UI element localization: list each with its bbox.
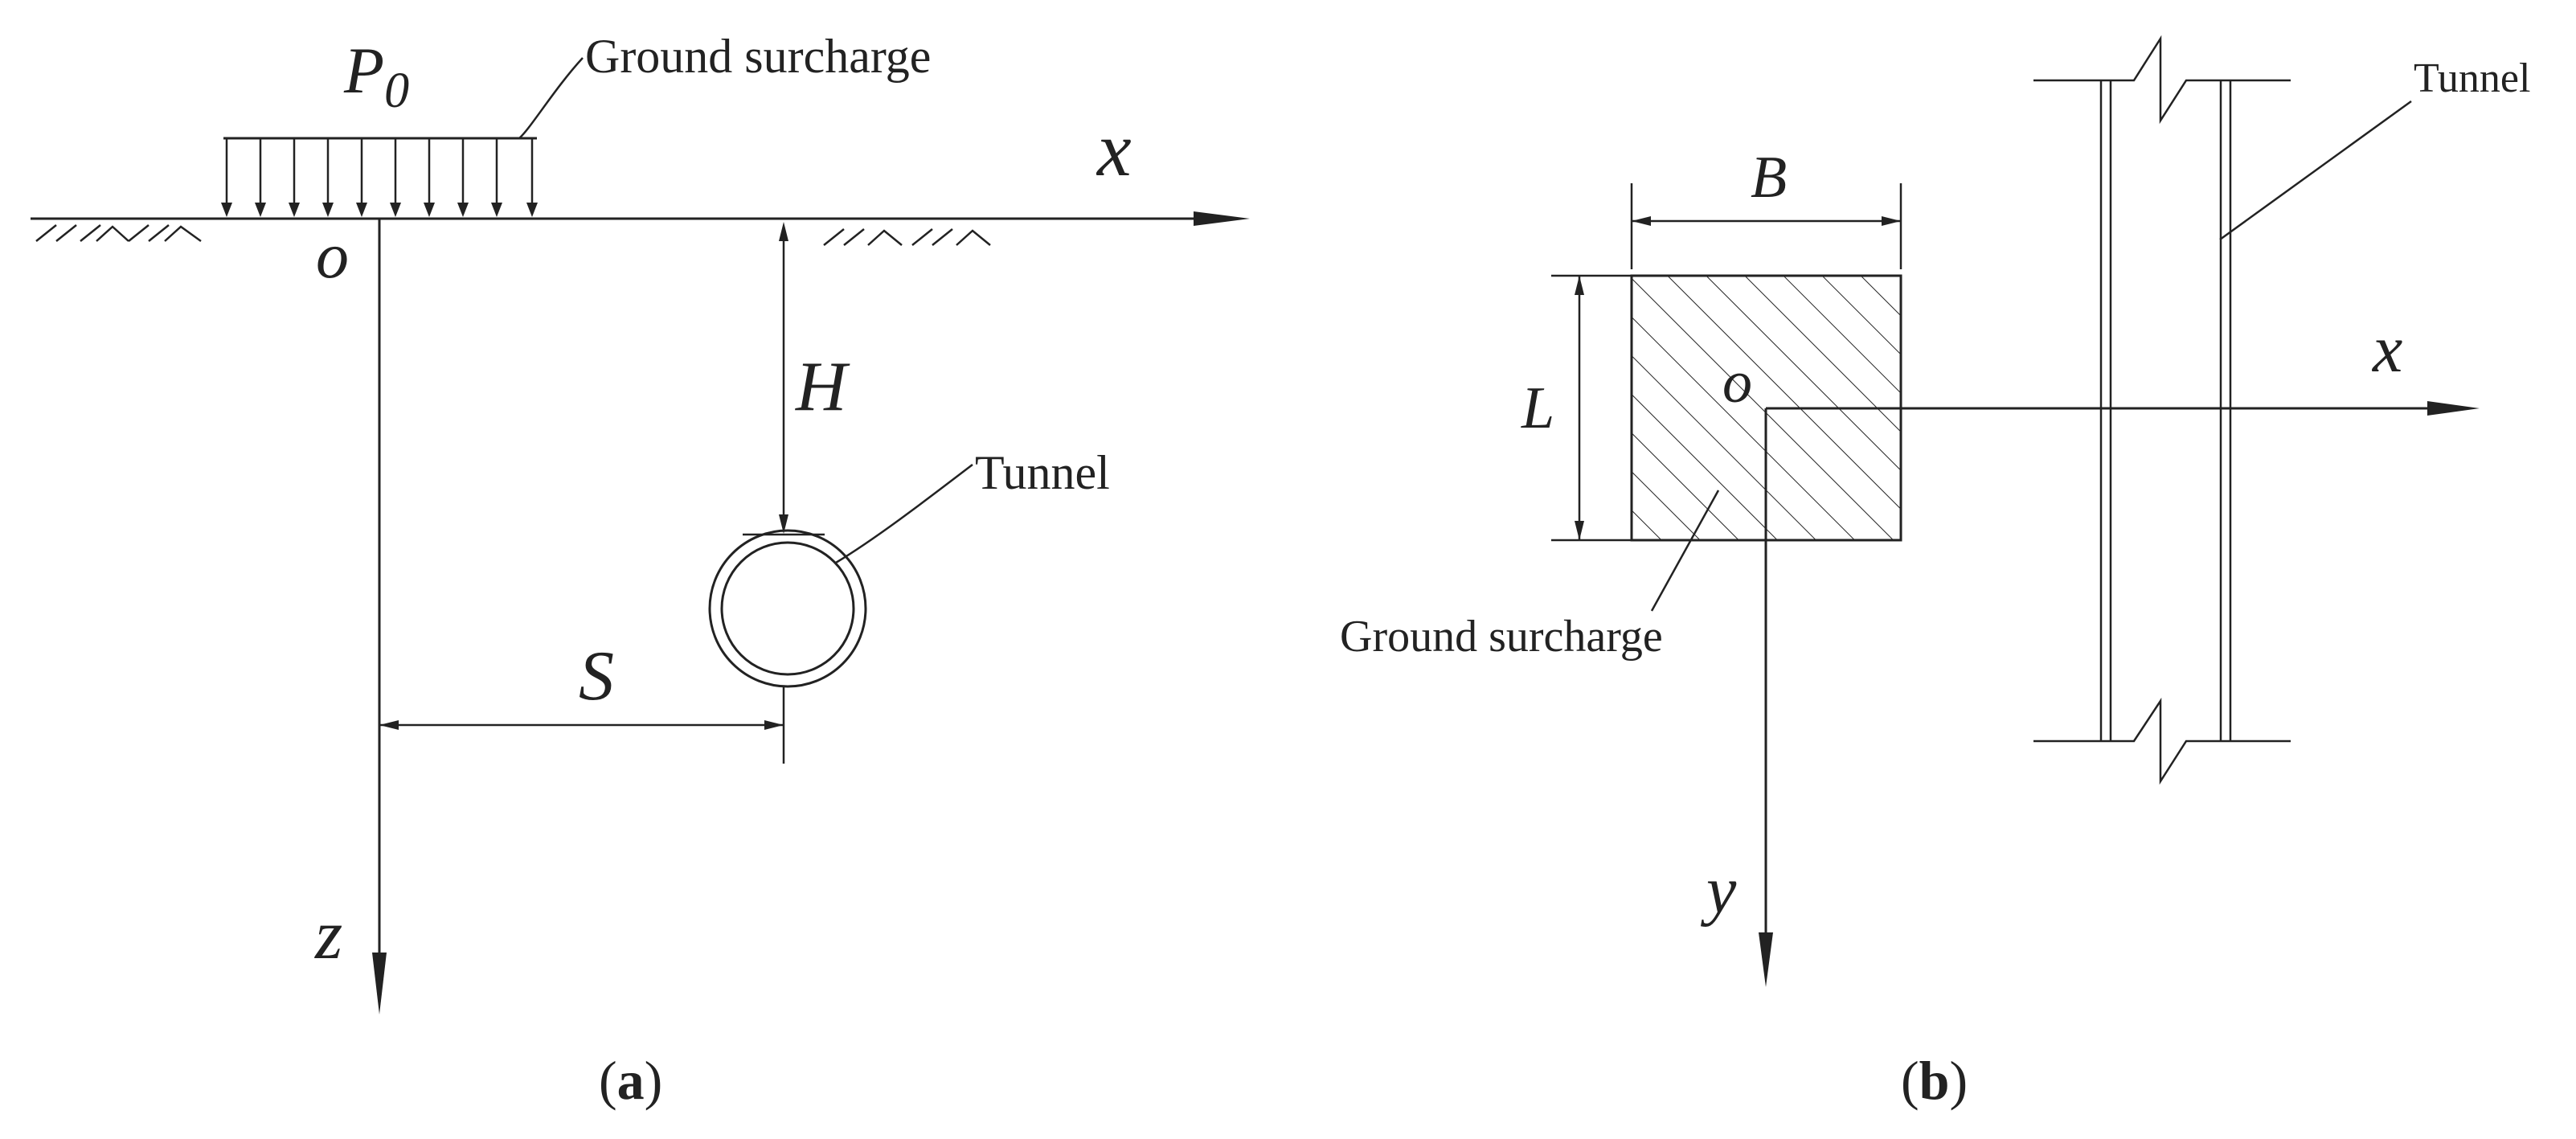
panel-b: [1551, 35, 2480, 987]
width-arrowhead-left: [1632, 216, 1651, 226]
ground-hatch-left: [35, 224, 202, 243]
x-axis-label-a: x: [1096, 106, 1132, 192]
caption-b: (b): [1901, 1050, 1968, 1111]
y-axis-arrowhead: [1759, 932, 1773, 987]
panel-b-labels: B L o x Tunnel Ground surcharge y (b): [1340, 55, 2530, 1111]
depth-arrowhead-bottom: [779, 514, 788, 534]
x-axis-arrowhead-b: [2427, 401, 2480, 416]
tunnel-leader-line-b: [2219, 100, 2412, 241]
load-subscript: 0: [384, 64, 409, 118]
surcharge-label-b: Ground surcharge: [1340, 612, 1663, 662]
depth-arrowhead-top: [779, 222, 788, 241]
tunnel-label-b: Tunnel: [2414, 55, 2530, 101]
y-axis-label: y: [1700, 853, 1737, 928]
offset-arrowhead-left: [379, 720, 399, 730]
panel-a-labels: P0 Ground surcharge x o H Tunnel S z (a): [314, 30, 1132, 1111]
depth-label: H: [795, 348, 850, 426]
width-arrowhead-right: [1882, 216, 1901, 226]
z-axis-label: z: [314, 896, 342, 974]
panel-a: [31, 57, 1250, 1014]
x-axis-arrowhead: [1194, 211, 1250, 226]
width-label: B: [1751, 145, 1787, 211]
z-axis-arrowhead: [372, 953, 387, 1014]
tunnel-bottom-break-line: [2033, 697, 2291, 785]
load-symbol: P0: [343, 34, 409, 118]
surcharge-label-a: Ground surcharge: [585, 30, 931, 83]
tunnel-inner-ring: [720, 541, 855, 676]
ground-hatch-right: [823, 228, 991, 246]
tunnel-outer-ring: [708, 529, 867, 688]
origin-label-b: o: [1722, 350, 1752, 416]
tunnel-top-break-line: [2033, 35, 2291, 125]
length-arrowhead-top: [1575, 276, 1584, 295]
surcharge-load-arrows: [221, 138, 538, 217]
tunnel-label-a: Tunnel: [975, 446, 1110, 499]
surcharge-leader-line-b: [1650, 490, 1720, 612]
offset-label: S: [579, 637, 614, 715]
offset-arrowhead-right: [764, 720, 784, 730]
tunnel-leader-line: [835, 464, 973, 564]
length-label: L: [1521, 375, 1554, 441]
x-axis-label-b: x: [2371, 312, 2402, 387]
surcharge-leader-line: [518, 57, 584, 139]
caption-a: (a): [599, 1050, 662, 1111]
length-arrowhead-bottom: [1575, 521, 1584, 540]
origin-label-a: o: [316, 219, 349, 292]
